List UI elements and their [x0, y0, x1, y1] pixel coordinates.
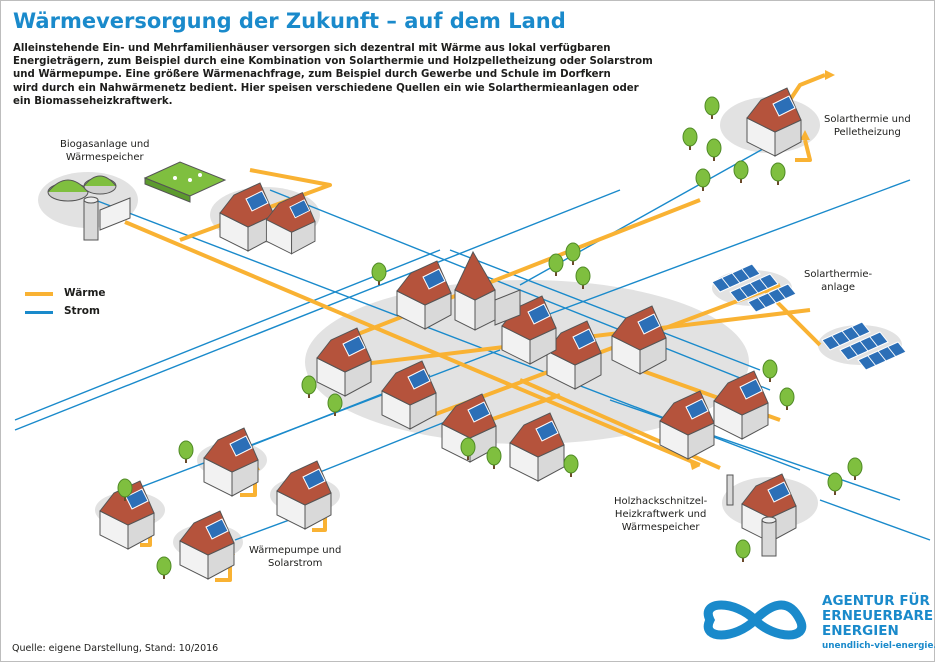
- house-icon: [203, 427, 259, 497]
- logo-line: ERNEUERBARE: [822, 608, 934, 624]
- intro-text: Alleinstehende Ein- und Mehrfamilienhäus…: [13, 42, 653, 108]
- label-holz: Holzhackschnitzel- Heizkraftwerk und Wär…: [614, 495, 707, 534]
- label-line: Solarthermie-: [804, 269, 873, 280]
- legend-heat-label: Wärme: [64, 287, 106, 299]
- label-line: Wärmepumpe und: [249, 545, 342, 556]
- intro-line: ein Biomasseheizkraftwerk.: [13, 95, 173, 107]
- legend-power-swatch: [25, 311, 53, 314]
- arrow-icon: [825, 70, 835, 80]
- label-solar-field: Solarthermie- anlage: [804, 268, 872, 294]
- intro-line: Alleinstehende Ein- und Mehrfamilienhäus…: [13, 43, 611, 54]
- house-icon: [396, 260, 452, 330]
- legend-heat-swatch: [25, 292, 53, 296]
- intro-line: und Wärmepumpe. Eine größere Wärmenachfr…: [13, 69, 611, 81]
- biogas-plant-icon: [47, 175, 131, 241]
- aee-logo-text: AGENTUR FÜR ERNEUERBARE ENERGIEN unendli…: [822, 594, 935, 654]
- holz-plant-icon: [726, 474, 777, 557]
- label-biogas: Biogasanlage und Wärmespeicher: [60, 138, 150, 164]
- label-line: anlage: [821, 282, 855, 293]
- logo-line: ENERGIEN: [822, 623, 899, 639]
- label-line: Solarstrom: [267, 558, 323, 569]
- label-solar-pellet: Solarthermie und Pelletheizung: [824, 113, 911, 139]
- intro-line: Energieträgern, zum Beispiel durch eine …: [13, 56, 653, 68]
- house-icon: [179, 510, 235, 580]
- arrow-icon: [800, 130, 810, 140]
- church-icon: [454, 250, 521, 331]
- label-line: Wärmespeicher: [65, 152, 144, 163]
- intro-line: wird durch ein Nahwärmenetz bedient. Hie…: [13, 82, 639, 94]
- label-line: Pelletheizung: [833, 127, 901, 138]
- logo-url[interactable]: unendlich-viel-energie.de: [822, 641, 935, 651]
- page-title: Wärmeversorgung der Zukunft – auf dem La…: [13, 9, 566, 33]
- source-note: Quelle: eigene Darstellung, Stand: 10/20…: [12, 643, 219, 654]
- arrow-icon: [690, 462, 700, 470]
- label-line: Solarthermie und: [824, 114, 911, 125]
- logo-line: AGENTUR FÜR: [822, 593, 930, 609]
- label-waermepumpe: Wärmepumpe und Solarstrom: [249, 544, 341, 570]
- label-line: Holzhackschnitzel-: [614, 496, 708, 507]
- label-line: Heizkraftwerk und: [614, 509, 707, 520]
- aee-logo-icon: [703, 600, 807, 640]
- label-line: Biogasanlage und: [60, 139, 150, 150]
- field-icon: [143, 161, 227, 203]
- legend-power-label: Strom: [64, 305, 100, 317]
- label-line: Wärmespeicher: [621, 522, 700, 533]
